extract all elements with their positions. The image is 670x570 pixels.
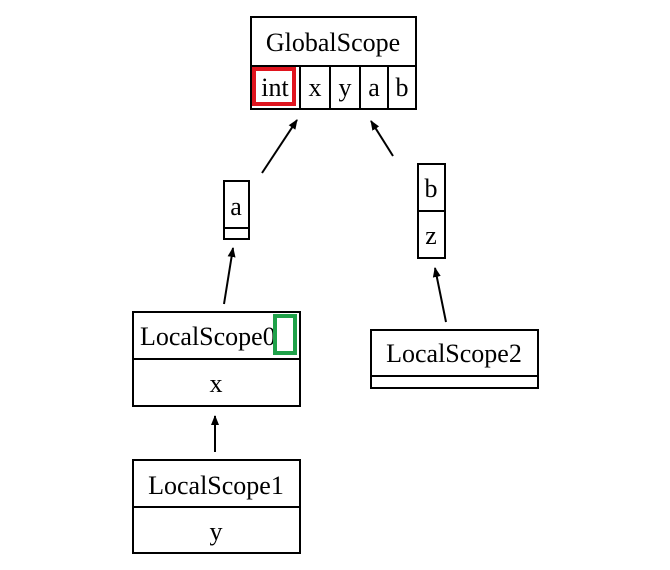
local-scope-1-symbol-y: y <box>210 517 223 546</box>
global-symbol-b: b <box>396 73 409 102</box>
global-symbol-a: a <box>368 73 380 102</box>
edge-local0-to-a <box>223 247 236 305</box>
global-scope-title: GlobalScope <box>266 28 400 57</box>
int-highlight-box <box>252 67 296 106</box>
scope-node-a: a <box>223 180 250 240</box>
node-a-symbol-a: a <box>230 192 242 221</box>
local-scope-1-node: LocalScope1 y <box>132 459 301 554</box>
node-b-symbol-b: b <box>425 174 438 203</box>
local-scope-0-symbol-x: x <box>210 369 223 398</box>
node-b-symbol-z: z <box>425 221 437 250</box>
scope-node-b: b z <box>417 163 446 259</box>
global-symbol-y: y <box>339 73 352 102</box>
edge-local2-to-b <box>432 267 447 323</box>
local-scope-0-title-prefix: LocalScope <box>140 322 263 351</box>
local-scope-0-node: LocalScope0 x <box>132 311 301 407</box>
edge-b-to-global <box>370 120 394 157</box>
global-symbol-int: int <box>261 73 289 102</box>
edge-a-to-global <box>261 119 298 174</box>
global-scope-node: GlobalScope int x y a b <box>250 16 417 110</box>
local-scope-2-node: LocalScope2 <box>370 329 539 389</box>
local-scope-2-title: LocalScope2 <box>386 339 522 368</box>
scope-index-highlight-box <box>273 314 297 355</box>
local-scope-0-title-suffix: 0 <box>263 322 276 351</box>
local-scope-0-title: LocalScope0 <box>140 322 276 351</box>
local-scope-1-title: LocalScope1 <box>148 471 284 500</box>
global-symbol-x: x <box>309 73 322 102</box>
